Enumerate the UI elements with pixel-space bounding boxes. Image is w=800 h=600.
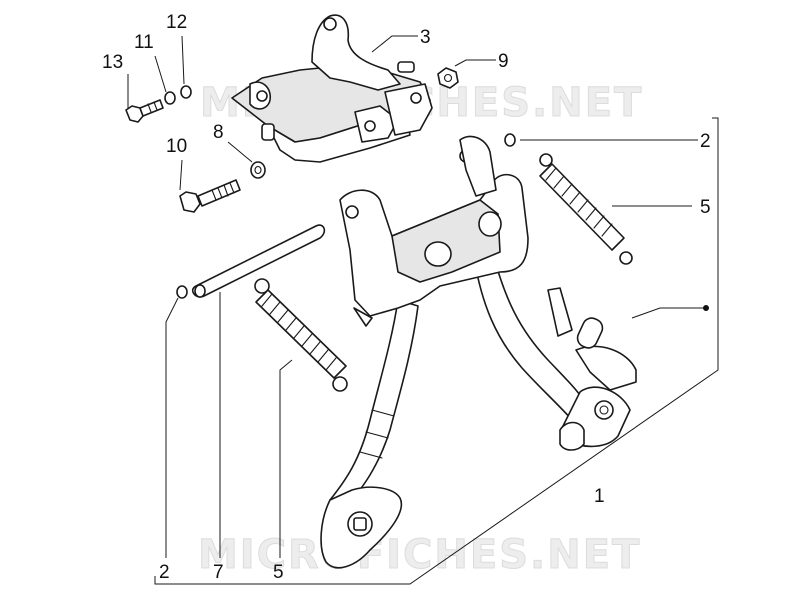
callout-3: 3 [420,27,431,48]
callout-7: 7 [213,562,224,583]
callout-5-right: 5 [700,197,711,218]
washer-11 [164,91,176,105]
washer-8 [250,161,266,179]
center-stand [320,135,637,569]
pivot-pin [191,224,326,298]
leader-dot [703,305,709,311]
callout-2-top: 2 [700,131,711,152]
callout-1: 1 [594,486,605,507]
return-spring-bottom [254,278,348,392]
callout-11: 11 [134,32,154,53]
callout-8: 8 [213,122,224,143]
washer-12 [180,85,192,99]
return-spring-right [539,153,633,265]
callout-5-bottom: 5 [273,562,284,583]
callout-10: 10 [166,136,187,157]
nut-9 [437,67,459,89]
watermark-bottom: MICROFICHES.NET [198,532,641,578]
circlip-top [504,133,516,147]
bolt-10 [179,179,241,213]
callout-9: 9 [498,51,509,72]
circlip-bottom [176,285,188,299]
callout-13: 13 [102,52,123,73]
callout-12: 12 [166,12,187,33]
callout-2-bottom: 2 [159,562,170,583]
mounting-bracket [231,14,433,163]
leader-lines [127,35,719,585]
bolt-13 [125,99,164,123]
